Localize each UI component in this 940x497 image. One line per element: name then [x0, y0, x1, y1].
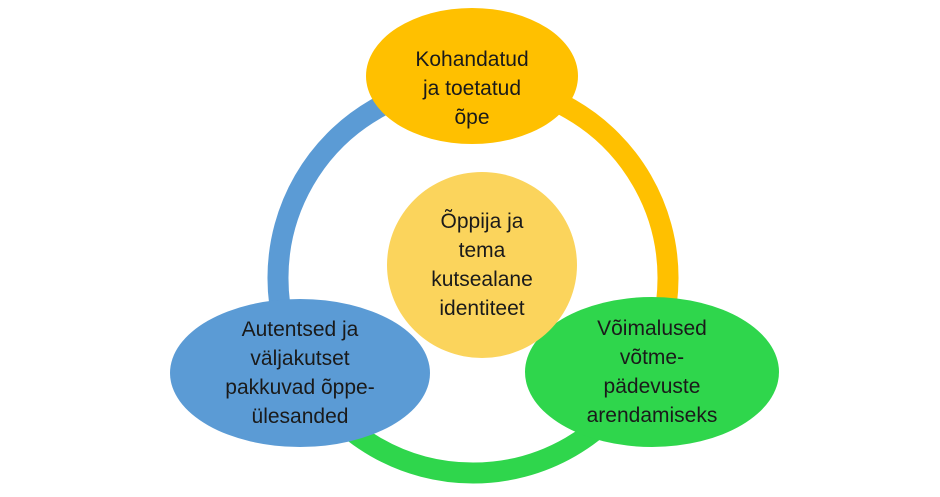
node-ellipse-right [525, 297, 779, 447]
node-ellipse-center [387, 172, 577, 358]
node-ellipse-top [366, 8, 578, 144]
node-ellipse-left [170, 299, 430, 447]
